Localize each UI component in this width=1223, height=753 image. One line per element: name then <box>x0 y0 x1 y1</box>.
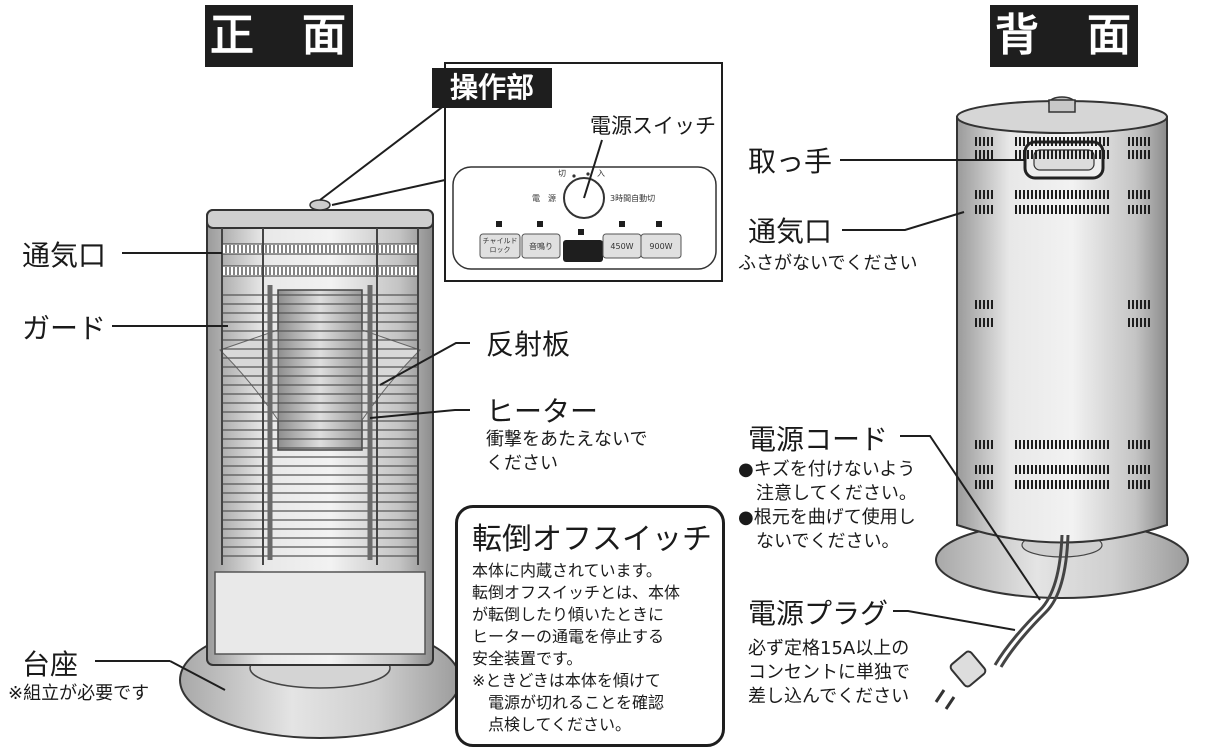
guard <box>222 294 418 557</box>
sound-button[interactable] <box>521 233 561 259</box>
front-title: 正 面 <box>205 5 353 67</box>
front-vent-label: 通気口 <box>22 239 107 272</box>
cord-notes: ●キズを付けないよう 注意してください。 ●根元を曲げて使用し ないでください。 <box>738 459 917 552</box>
tipover-box: 転倒オフスイッチ 本体に内蔵されています。 転倒オフスイッチとは、本体 が転倒し… <box>455 505 725 747</box>
900w-label: 900W <box>649 242 672 251</box>
dial-on-label: 入 <box>597 169 605 178</box>
tipover-title: 転倒オフスイッチ <box>472 522 712 557</box>
450w-label: 450W <box>610 242 633 251</box>
plug-notes: 必ず定格15A以上の コンセントに単独で 差し込んでください <box>748 638 910 707</box>
base-label: 台座 <box>22 648 79 681</box>
power-text: 電 源 <box>532 194 556 203</box>
front-heater <box>179 199 461 739</box>
reflector <box>277 289 363 451</box>
heater-note: 衝撃をあたえないで ください <box>486 429 648 474</box>
sound-label: 音鳴り <box>529 241 553 251</box>
child-lock-button[interactable] <box>479 233 521 259</box>
back-body <box>956 116 1168 544</box>
dial-off-label: 切 <box>558 169 566 178</box>
plug-label: 電源プラグ <box>748 597 889 630</box>
power-cord <box>993 534 1070 668</box>
guard-label: ガード <box>22 312 107 345</box>
power-button[interactable] <box>563 240 603 262</box>
back-vent <box>975 137 1150 489</box>
back-heater <box>935 96 1189 599</box>
reflector-label: 反射板 <box>486 328 571 361</box>
heater-elements <box>267 285 373 560</box>
heater-label: ヒーター <box>486 395 599 428</box>
auto-off-text: 3時間自動切 <box>610 193 655 203</box>
handle-label: 取っ手 <box>748 145 833 178</box>
base-note: ※組立が必要です <box>8 683 150 704</box>
control-panel-title: 操作部 <box>432 68 552 108</box>
back-vent-label: 通気口 <box>748 215 833 248</box>
back-vent-note: ふさがないでください <box>738 253 918 274</box>
900w-button[interactable] <box>640 233 682 259</box>
cord-label: 電源コード <box>748 423 889 456</box>
tipover-text: 本体に内蔵されています。 転倒オフスイッチとは、本体 が転倒したり傾いたときに … <box>472 561 681 734</box>
back-title: 背 面 <box>990 5 1138 67</box>
power-switch-label: 電源スイッチ <box>590 114 716 138</box>
power-plug <box>934 650 987 710</box>
child-lock-label: チャイルドロック <box>483 237 518 254</box>
